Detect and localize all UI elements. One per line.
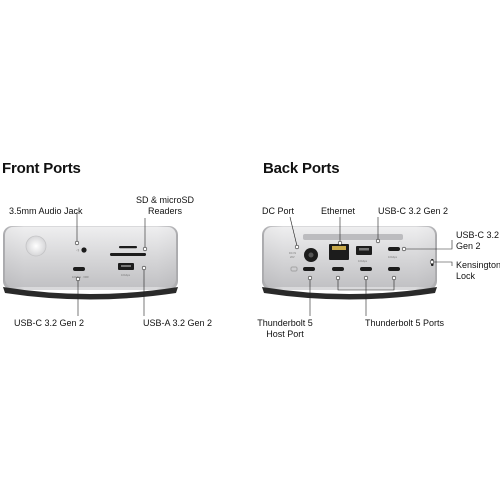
label-back-usb-c-side: USB-C 3.2 Gen 2 xyxy=(456,230,499,252)
label-sd-readers: SD & microSD Readers xyxy=(125,195,205,217)
front-device: ◁) 10Gbps · 60W 10Gbps xyxy=(3,226,178,300)
label-tb5-host-port: Thunderbolt 5 Host Port xyxy=(250,318,320,340)
label-tb5-ports: Thunderbolt 5 Ports xyxy=(365,318,445,328)
svg-text:10Gbps · 60W: 10Gbps · 60W xyxy=(72,275,89,279)
label-kensington-line1: Kensington xyxy=(456,260,500,270)
label-ethernet: Ethernet xyxy=(321,206,356,216)
tb5-port-2[interactable] xyxy=(360,267,372,271)
svg-text:◁): ◁) xyxy=(76,248,79,252)
tb5-host-port[interactable] xyxy=(303,267,315,271)
front-ports-title: Front Ports xyxy=(2,160,81,177)
tb5-port-1[interactable] xyxy=(332,267,344,271)
svg-text:10Gbps: 10Gbps xyxy=(121,273,131,277)
label-tb5-host-line2: Host Port xyxy=(266,329,304,339)
sd-slot[interactable] xyxy=(110,253,146,256)
back-ports-title: Back Ports xyxy=(263,160,340,177)
label-front-usb-c: USB-C 3.2 Gen 2 xyxy=(14,318,85,328)
label-sd-readers-line2: Readers xyxy=(147,206,183,216)
label-audio-jack: 3.5mm Audio Jack xyxy=(9,206,83,216)
label-kensington-line2: Lock xyxy=(456,271,476,281)
tb5-port-3[interactable] xyxy=(388,267,400,271)
label-tb5-host-line1: Thunderbolt 5 xyxy=(257,318,313,328)
back-device: DC IN 20V 10Gbps 10Gbps xyxy=(262,226,437,300)
front-usb-c-port[interactable] xyxy=(73,267,85,271)
label-kensington-lock: Kensington Lock xyxy=(456,260,500,282)
power-button[interactable] xyxy=(25,235,47,257)
svg-text:20V: 20V xyxy=(290,255,295,259)
back-leaders xyxy=(289,216,453,316)
audio-jack[interactable] xyxy=(81,247,87,253)
vent-grille xyxy=(303,234,403,240)
label-dc-port: DC Port xyxy=(262,206,295,216)
label-back-usb-c-top: USB-C 3.2 Gen 2 xyxy=(378,206,449,216)
svg-text:10Gbps: 10Gbps xyxy=(388,255,398,259)
front-device-base xyxy=(3,287,178,300)
back-usb-c-port[interactable] xyxy=(388,247,400,251)
back-device-base xyxy=(262,287,437,300)
svg-text:10Gbps: 10Gbps xyxy=(358,259,368,263)
label-back-usb-c-side-line1: USB-C 3.2 xyxy=(456,230,500,240)
microsd-slot[interactable] xyxy=(119,246,137,249)
label-sd-readers-line1: SD & microSD xyxy=(135,195,194,205)
front-leaders xyxy=(74,212,148,316)
label-front-usb-a: USB-A 3.2 Gen 2 xyxy=(143,318,213,328)
label-back-usb-c-side-line2: Gen 2 xyxy=(456,241,481,251)
svg-text:DC IN: DC IN xyxy=(289,251,296,255)
